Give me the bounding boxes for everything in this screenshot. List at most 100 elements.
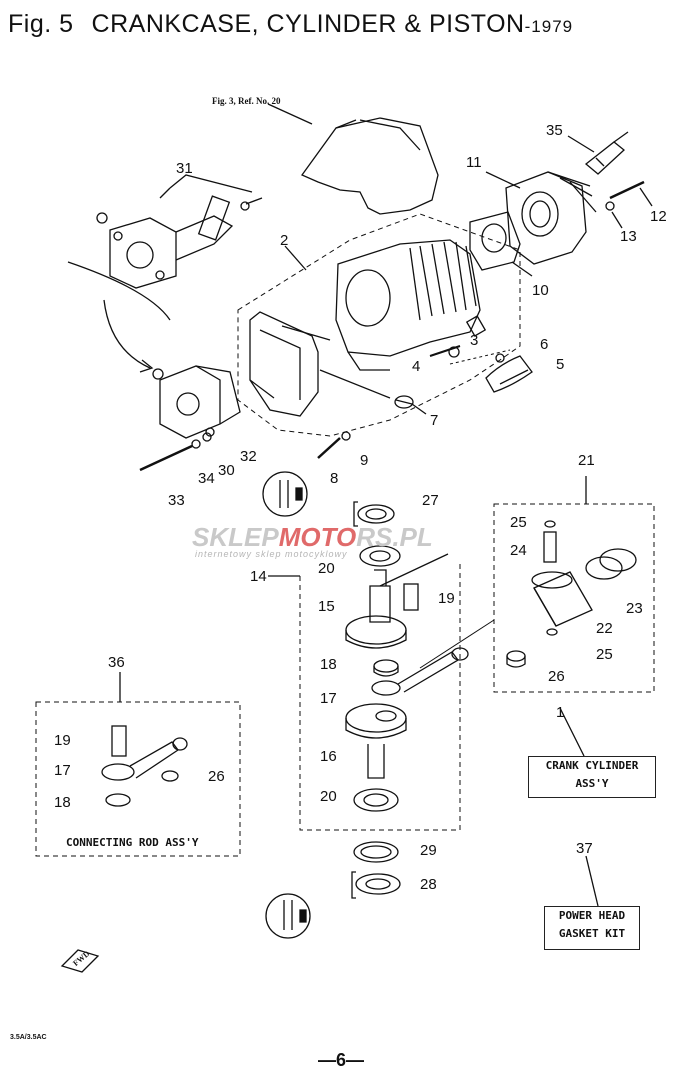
spark-plug xyxy=(584,131,629,175)
leader-11 xyxy=(485,171,521,189)
cowl-cover-shape xyxy=(267,103,439,215)
conrod-big-end xyxy=(101,763,135,781)
reference-note: Fig. 3, Ref. No. 20 xyxy=(212,96,281,106)
oil-seal-29 xyxy=(353,841,399,863)
reed-valve-top xyxy=(96,195,263,289)
fwd-arrow xyxy=(60,949,100,973)
callout-28: 28 xyxy=(420,876,437,893)
callout-17-conrod: 17 xyxy=(54,762,71,779)
connecting-rod-assy-label: CONNECTING ROD ASS'Y xyxy=(66,836,199,849)
crank-cylinder-line2: ASS'Y xyxy=(575,777,609,790)
callout-21: 21 xyxy=(578,452,595,469)
figure-name: CRANKCASE, CYLINDER & PISTON xyxy=(91,10,525,38)
leader-10 xyxy=(511,261,533,277)
clip-25-top xyxy=(544,520,556,528)
callout-37: 37 xyxy=(576,840,593,857)
conrod-needle-26 xyxy=(161,770,179,782)
figure-title: Fig. 5 CRANKCASE, CYLINDER & PISTON-1979 xyxy=(8,10,573,39)
crankcase-dashed-outline xyxy=(237,213,521,437)
conrod-pin-19 xyxy=(111,725,127,757)
leader-35 xyxy=(567,135,595,153)
arrow-curve xyxy=(103,299,151,369)
model-code: 3.5A/3.5AC xyxy=(10,1034,47,1041)
apply-oil-circle-top xyxy=(262,471,308,517)
callout-2: 2 xyxy=(280,232,289,249)
bushing-7 xyxy=(394,395,414,409)
callout-12: 12 xyxy=(650,208,667,225)
bearing-20-bottom xyxy=(353,788,399,812)
callout-20-top: 20 xyxy=(318,560,335,577)
callout-26: 26 xyxy=(548,668,565,685)
callout-5: 5 xyxy=(556,356,565,373)
leader-37 xyxy=(585,855,599,907)
callout-7: 7 xyxy=(430,412,439,429)
crank-pin-19 xyxy=(403,583,419,611)
reed-valve-lower xyxy=(152,365,241,439)
callout-25-bottom: 25 xyxy=(596,646,613,663)
clip-25-bottom xyxy=(546,628,558,636)
crankshaft-dashed-outline xyxy=(299,560,461,831)
piston-pin xyxy=(543,531,557,563)
figure-number: Fig. 5 xyxy=(8,10,74,38)
page-number: —6— xyxy=(318,1050,365,1070)
bolt-8 xyxy=(317,437,341,459)
callout-35: 35 xyxy=(546,122,563,139)
leader-1 xyxy=(559,707,585,757)
watermark-subtitle: internetowy sklep motocyklowy xyxy=(195,549,348,559)
callout-1: 1 xyxy=(556,704,565,721)
piston-dashed-box xyxy=(493,503,655,693)
leader-2 xyxy=(284,245,307,271)
callout-6: 6 xyxy=(540,336,549,353)
callout-20-bottom: 20 xyxy=(320,788,337,805)
watermark-mid: MOTO xyxy=(278,522,357,552)
power-head-line2: GASKET KIT xyxy=(558,927,626,940)
watermark-left: SKLEP xyxy=(192,522,279,552)
watermark-right: RS.PL xyxy=(356,522,433,552)
callout-19-conrod: 19 xyxy=(54,732,71,749)
crank-cylinder-assy-box: CRANK CYLINDER ASS'Y xyxy=(528,756,656,798)
callout-36: 36 xyxy=(108,654,125,671)
callout-23: 23 xyxy=(626,600,643,617)
arrow-head xyxy=(139,359,154,373)
crank-cylinder-line1: CRANK CYLINDER xyxy=(545,759,639,772)
apply-oil-circle-bottom xyxy=(265,893,311,939)
piston xyxy=(531,571,593,627)
callout-34: 34 xyxy=(198,470,215,487)
callout-22: 22 xyxy=(596,620,613,637)
callout-25-top: 25 xyxy=(510,514,527,531)
callout-26-conrod: 26 xyxy=(208,768,225,785)
needle-bearing-18 xyxy=(373,659,399,673)
head-gasket xyxy=(469,211,521,271)
callout-3: 3 xyxy=(470,332,479,349)
crankshaft-lower xyxy=(345,703,407,779)
conrod-needle-18 xyxy=(105,793,131,807)
power-head-line1: POWER HEAD xyxy=(558,909,626,922)
hose-5 xyxy=(485,355,533,393)
bolt-33 xyxy=(139,444,193,472)
callout-30: 30 xyxy=(218,462,235,479)
clip-6 xyxy=(495,353,505,363)
bearing-27 xyxy=(357,504,395,524)
conrod-assy-dashed-box xyxy=(35,701,241,857)
callout-27: 27 xyxy=(422,492,439,509)
callout-8: 8 xyxy=(330,470,339,487)
callout-10: 10 xyxy=(532,282,549,299)
piston-ring-b xyxy=(599,548,637,572)
power-head-gasket-kit-box: POWER HEAD GASKET KIT xyxy=(544,906,640,950)
flow-curve xyxy=(67,261,171,321)
callout-15: 15 xyxy=(318,598,335,615)
cylinder-head xyxy=(505,171,597,265)
callout-32: 32 xyxy=(240,448,257,465)
cylinder-block xyxy=(335,239,481,371)
callout-19: 19 xyxy=(438,590,455,607)
small-end-bearing xyxy=(506,650,526,662)
figure-year: -1979 xyxy=(524,17,574,36)
callout-29: 29 xyxy=(420,842,437,859)
connecting-rod xyxy=(371,647,469,696)
callout-14: 14 xyxy=(250,568,267,585)
bearing-20-top xyxy=(359,545,401,567)
callout-24: 24 xyxy=(510,542,527,559)
leader-31 xyxy=(169,174,253,193)
washer-9 xyxy=(341,431,351,441)
callout-13: 13 xyxy=(620,228,637,245)
